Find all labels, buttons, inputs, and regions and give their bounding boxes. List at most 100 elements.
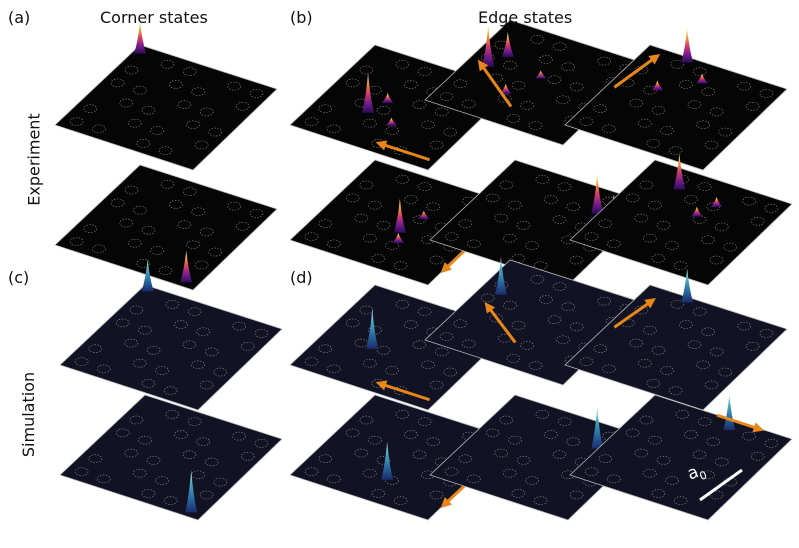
resonator-ring (191, 360, 205, 370)
propagation-arrow (716, 413, 759, 431)
resonator-ring (254, 439, 269, 448)
lattice-plane (564, 284, 788, 411)
resonator-ring (304, 232, 319, 241)
panel-d-6 (569, 394, 793, 521)
resonator-ring (566, 437, 580, 447)
intensity-peak (673, 153, 686, 190)
label-c: (c) (8, 268, 30, 287)
resonator-ring (213, 367, 228, 377)
resonator-ring (412, 450, 427, 459)
resonator-ring (74, 467, 89, 476)
resonator-ring (169, 80, 183, 89)
resonator-ring (714, 457, 729, 467)
resonator-ring (404, 320, 418, 329)
resonator-ring (434, 347, 449, 357)
intensity-peak (591, 173, 604, 214)
intensity-peak (499, 84, 512, 94)
resonator-ring (318, 104, 333, 114)
resonator-ring (249, 89, 264, 98)
resonator-ring (665, 241, 679, 250)
resonator-ring (376, 456, 391, 465)
propagation-arrow (613, 56, 657, 89)
panel-c-top (59, 259, 283, 411)
resonator-ring (584, 467, 599, 476)
resonator-ring (651, 254, 666, 263)
resonator-ring (561, 62, 575, 72)
resonator-ring (579, 117, 594, 126)
resonator-ring (557, 182, 572, 191)
resonator-ring (199, 380, 214, 390)
resonator-ring (670, 300, 685, 309)
intensity-peak (482, 24, 495, 67)
resonator-ring (429, 380, 444, 390)
resonator-ring (395, 60, 410, 69)
resonator-ring (458, 219, 473, 229)
resonator-ring (404, 195, 418, 204)
arrow-head (752, 422, 765, 433)
resonator-ring (651, 106, 666, 115)
resonator-ring (345, 78, 360, 88)
resonator-ring (434, 107, 449, 117)
resonator-ring (115, 318, 130, 328)
resonator-ring (187, 307, 202, 316)
resonator-ring (692, 450, 707, 459)
resonator-ring (163, 496, 178, 505)
intensity-peak (185, 470, 198, 513)
resonator-ring (141, 106, 156, 115)
resonator-ring (327, 239, 341, 249)
resonator-ring (368, 435, 382, 445)
resonator-ring (516, 456, 531, 465)
resonator-ring (69, 117, 84, 126)
resonator-ring (74, 357, 89, 366)
resonator-ring (199, 227, 214, 237)
resonator-ring (639, 415, 654, 425)
resonator-ring (194, 140, 209, 150)
scale-bar (699, 468, 743, 502)
resonator-ring (92, 244, 106, 254)
resonator-ring (363, 118, 377, 128)
resonator-ring (467, 474, 481, 484)
resonator-ring (174, 320, 188, 329)
resonator-ring (737, 81, 751, 91)
resonator-ring (643, 468, 657, 478)
resonator-ring (687, 340, 702, 349)
resonator-ring (191, 207, 205, 217)
resonator-ring (199, 490, 214, 500)
resonator-ring (520, 101, 534, 110)
resonator-ring (417, 67, 432, 76)
resonator-ring (607, 474, 621, 484)
resonator-ring (602, 364, 616, 374)
resonator-ring (83, 104, 98, 114)
panel-d-4 (289, 394, 513, 521)
resonator-ring (668, 386, 683, 395)
resonator-ring (136, 139, 151, 148)
resonator-ring (679, 80, 693, 89)
intensity-peak (681, 268, 694, 303)
resonator-ring (227, 201, 241, 211)
resonator-ring (327, 364, 341, 374)
resonator-ring (499, 415, 514, 425)
resonator-ring (656, 221, 671, 230)
resonator-ring (83, 224, 98, 234)
resonator-ring (634, 305, 649, 315)
resonator-ring (160, 180, 175, 189)
resonator-ring (426, 437, 440, 447)
resonator-ring (359, 415, 374, 425)
intensity-peak (651, 80, 664, 91)
resonator-ring (417, 417, 432, 426)
resonator-ring (533, 496, 548, 505)
resonator-ring (569, 255, 584, 265)
intensity-peak (690, 206, 703, 217)
resonator-ring (208, 127, 223, 137)
resonator-ring (160, 60, 175, 69)
arrow-head (644, 298, 656, 309)
resonator-ring (508, 435, 522, 445)
lattice-plane (59, 284, 283, 411)
resonator-ring (745, 101, 760, 111)
resonator-ring (665, 476, 679, 485)
resonator-ring (638, 358, 652, 368)
resonator-ring (141, 379, 156, 388)
arrow-head (375, 140, 388, 151)
resonator-ring (552, 42, 567, 51)
resonator-ring (503, 233, 517, 243)
